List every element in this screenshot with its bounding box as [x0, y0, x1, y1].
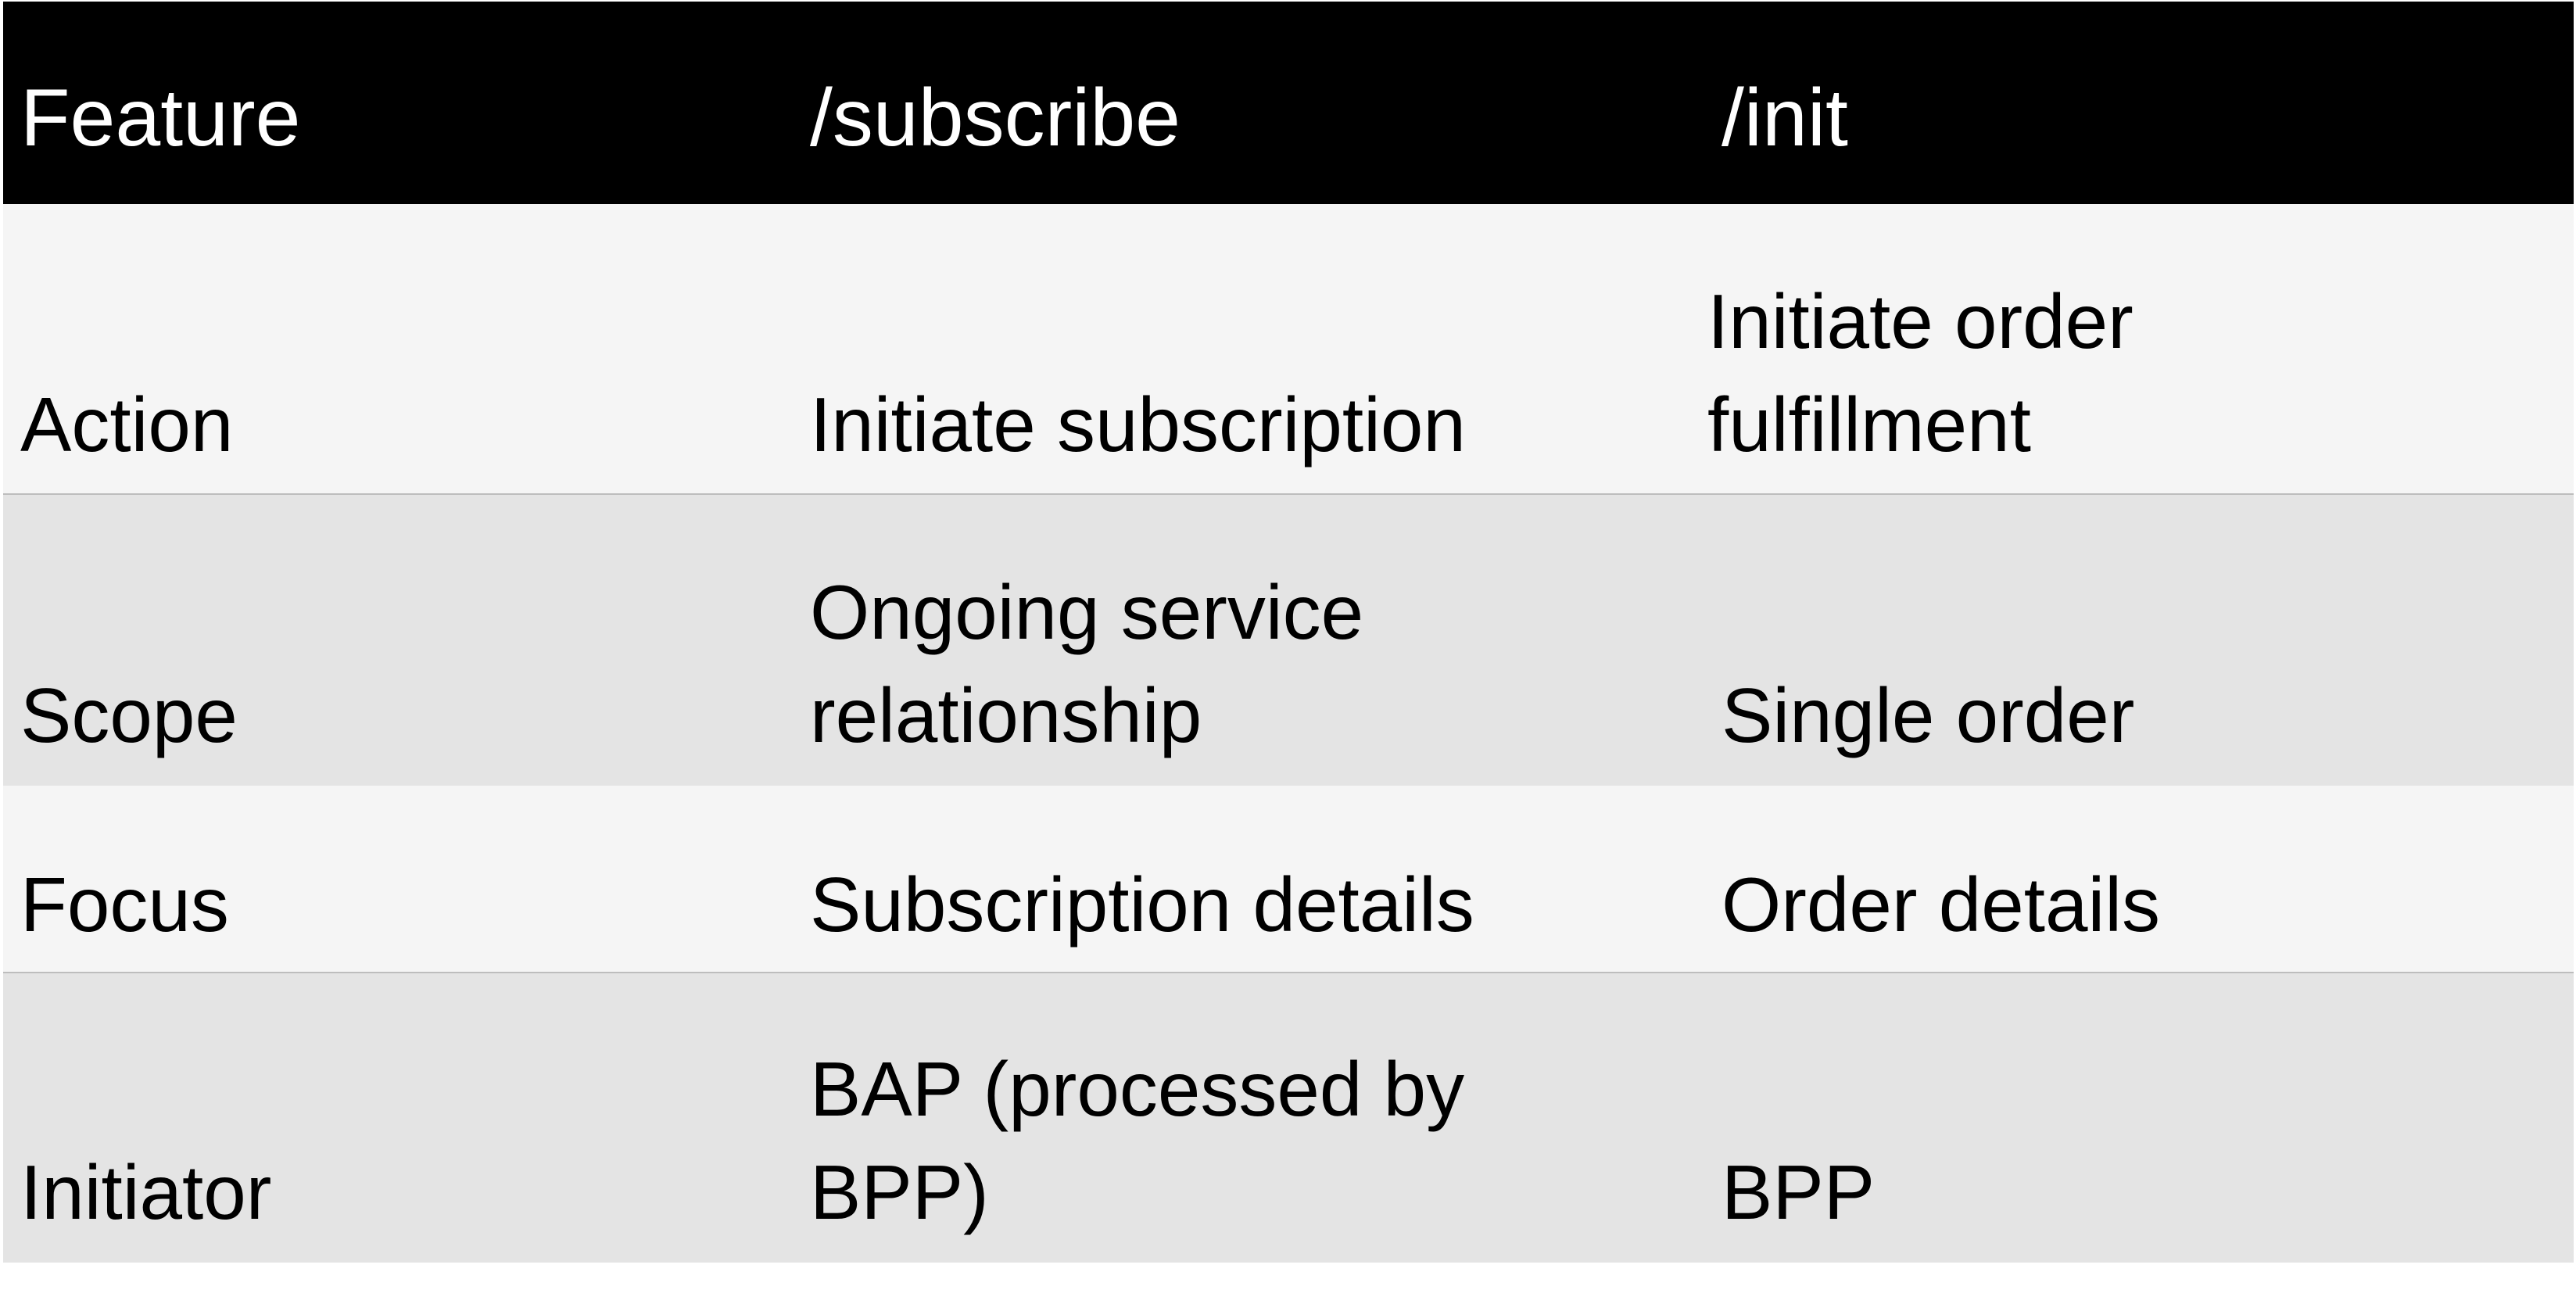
subscribe-cell-line: Initiate subscription	[810, 382, 1466, 468]
table-row-focus: Focus Subscription details Order details	[3, 786, 2574, 975]
table-header-row: Feature /subscribe /init	[3, 2, 2574, 204]
init-cell-line: Single order	[1722, 672, 2135, 758]
init-cell: Single order	[1722, 664, 2134, 767]
table-row-scope: Scope Ongoing service relationship Singl…	[3, 495, 2574, 786]
comparison-table: Feature /subscribe /init Action Initiate…	[3, 2, 2574, 1263]
init-cell-line: fulfillment	[1707, 382, 2031, 468]
subscribe-cell: BAP (processed by BPP)	[810, 1037, 1464, 1244]
feature-cell: Initiator	[20, 1149, 272, 1235]
table-row-action: Action Initiate subscription Initiate or…	[3, 204, 2574, 496]
subscribe-cell-line: relationship	[810, 672, 1202, 758]
subscribe-cell-line: BPP)	[810, 1149, 989, 1235]
init-cell: Order details	[1722, 853, 2160, 956]
subscribe-cell-line: Ongoing service	[810, 569, 1364, 655]
subscribe-cell: Subscription details	[810, 853, 1474, 956]
subscribe-cell: Ongoing service relationship	[810, 561, 1363, 767]
init-cell-line: BPP	[1722, 1149, 1876, 1235]
feature-cell: Action	[20, 382, 234, 468]
feature-cell: Focus	[20, 862, 229, 948]
init-cell: BPP	[1722, 1141, 1875, 1244]
header-init: /init	[1722, 73, 1848, 163]
subscribe-cell: Initiate subscription	[810, 373, 1466, 476]
subscribe-cell-line: BAP (processed by	[810, 1046, 1465, 1132]
subscribe-cell-line: Subscription details	[810, 862, 1474, 948]
init-cell-line: Initiate order	[1707, 278, 2134, 364]
init-cell: Initiate order fulfillment	[1707, 270, 2134, 476]
table-row-initiator: Initiator BAP (processed by BPP) BPP	[3, 973, 2574, 1263]
header-subscribe: /subscribe	[810, 73, 1181, 163]
init-cell-line: Order details	[1722, 862, 2161, 948]
feature-cell: Scope	[20, 672, 238, 758]
header-feature: Feature	[20, 73, 301, 163]
